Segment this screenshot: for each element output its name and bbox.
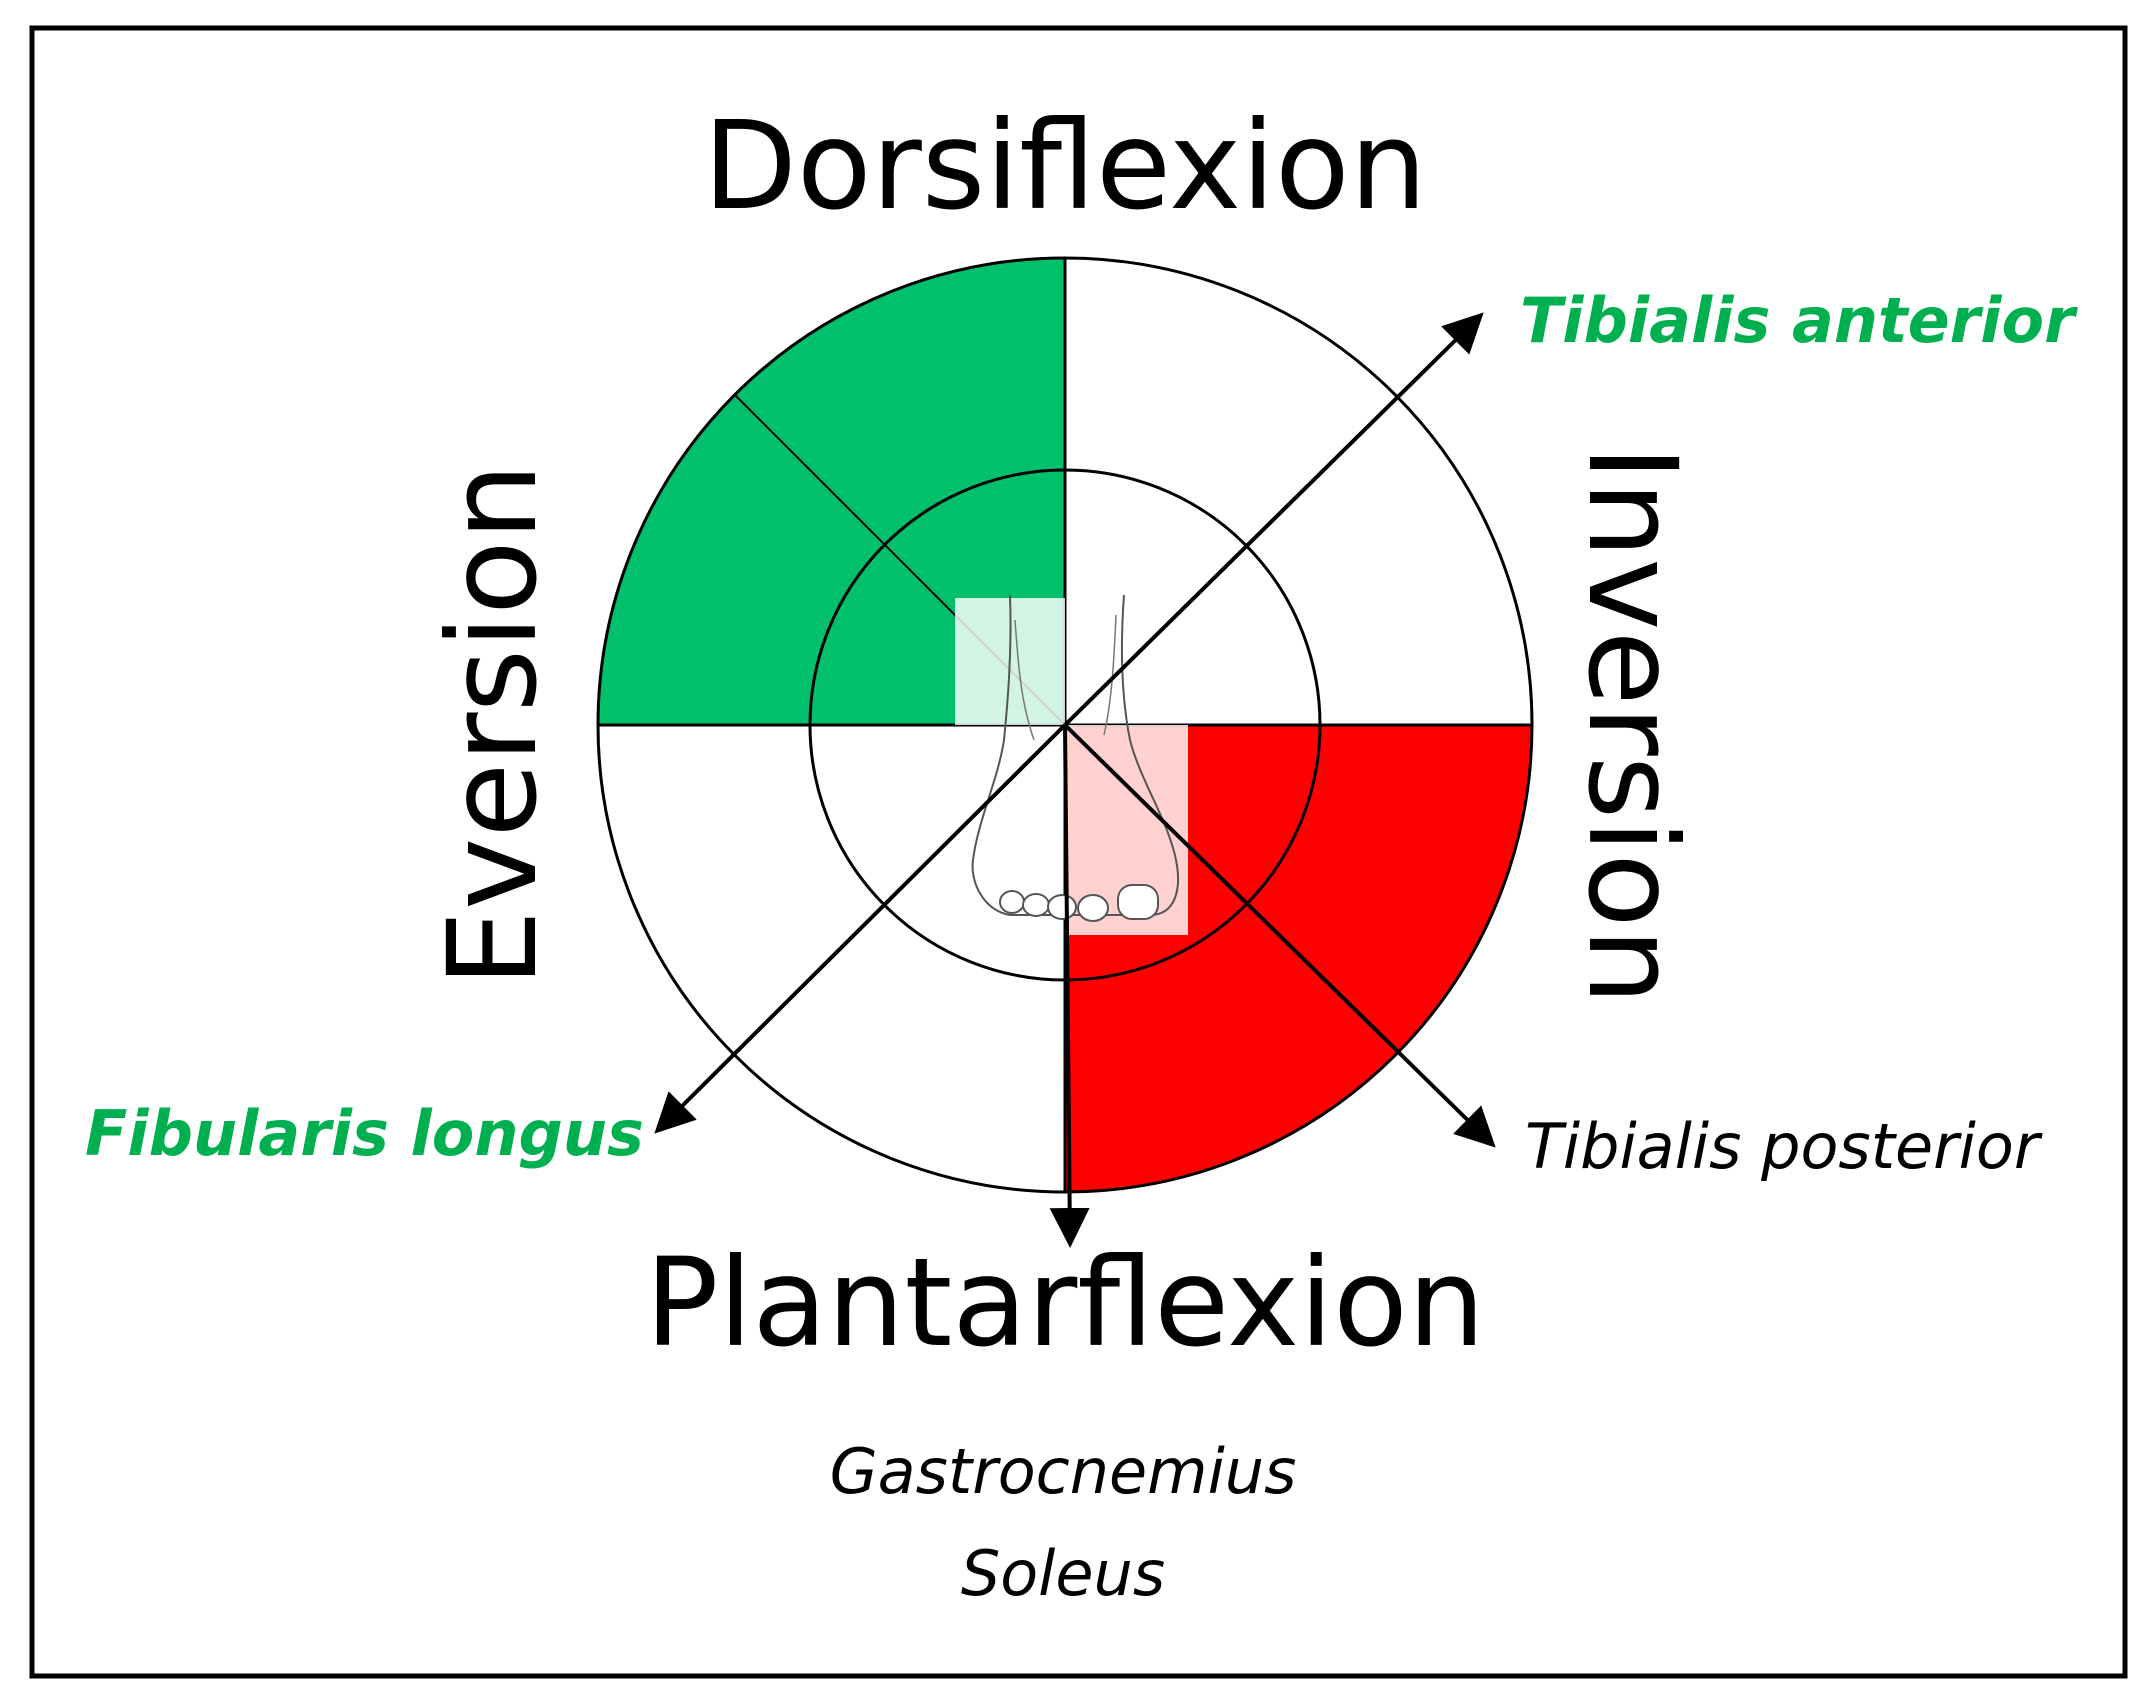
foot-icon <box>955 594 1188 935</box>
tibialis-posterior-label: Tibialis posterior <box>1525 1110 2043 1183</box>
soleus-label: Soleus <box>961 1537 1165 1610</box>
eversion-label: Eversion <box>422 463 564 987</box>
tibialis-posterior-arrow <box>1063 723 1496 1148</box>
gastrocnemius-label: Gastrocnemius <box>830 1435 1297 1508</box>
fibularis-longus-label: Fibularis longus <box>85 1097 644 1170</box>
inversion-label: Inversion <box>1561 445 1703 1005</box>
fibularis-longus-arrow <box>654 723 1067 1134</box>
tibialis-anterior-label: Tibialis anterior <box>1520 284 2078 357</box>
plantarflexion-label: Plantarflexion <box>645 1232 1485 1374</box>
dorsiflexion-label: Dorsiflexion <box>703 95 1427 237</box>
plantarflexion-arrow <box>1049 724 1090 1248</box>
tibialis-anterior-arrow <box>1063 312 1484 727</box>
